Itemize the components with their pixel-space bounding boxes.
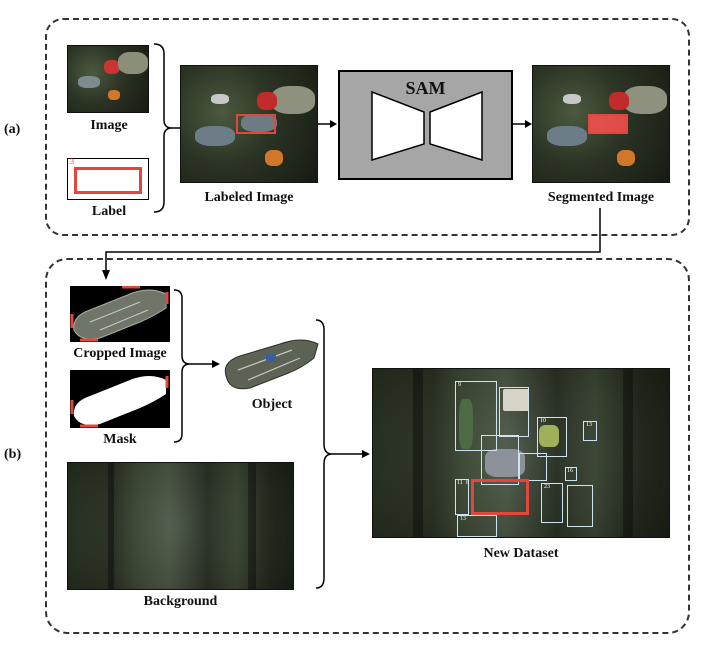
dataset-bbox: 13 bbox=[457, 515, 497, 537]
cropped-object-shape bbox=[70, 286, 169, 342]
dataset-bbox: 11 bbox=[455, 479, 469, 515]
arrow-to-sam bbox=[318, 120, 337, 128]
dataset-bbox bbox=[481, 435, 519, 485]
object-caption: Object bbox=[251, 397, 293, 412]
label-frame: 3 bbox=[67, 157, 149, 200]
mask-caption: Mask bbox=[103, 432, 137, 447]
segmented-mask bbox=[588, 114, 628, 134]
dataset-bbox: 16 bbox=[565, 467, 577, 481]
labeled-image bbox=[180, 65, 318, 183]
mask-image bbox=[70, 370, 170, 428]
mask-shape bbox=[70, 376, 169, 428]
background-caption: Background bbox=[143, 594, 218, 609]
labeled-bbox bbox=[236, 114, 276, 134]
segmented-image-caption: Segmented Image bbox=[547, 190, 655, 205]
cropped-image-caption: Cropped Image bbox=[73, 346, 167, 361]
dataset-bbox: 13 bbox=[583, 421, 597, 441]
dataset-bbox: 9 bbox=[455, 381, 497, 451]
object-image bbox=[224, 339, 319, 390]
dataset-bbox bbox=[567, 485, 593, 527]
panel-b-tag: (b) bbox=[4, 447, 22, 462]
crop-mask-brace bbox=[173, 289, 220, 443]
background-image bbox=[67, 462, 294, 590]
label-bbox bbox=[74, 167, 142, 194]
pasted-object-bbox: 8 bbox=[466, 479, 529, 515]
label-caption: Label bbox=[91, 204, 127, 219]
sam-title: SAM bbox=[405, 78, 446, 98]
dataset-bbox: 23 bbox=[541, 483, 563, 523]
dataset-bbox bbox=[519, 453, 547, 481]
label-index: 3 bbox=[70, 157, 74, 166]
panel-a-frame bbox=[45, 18, 690, 236]
segmented-image bbox=[532, 65, 670, 183]
new-dataset-image: 9 10 13 16 23 11 13 8 bbox=[372, 368, 670, 538]
cropped-image bbox=[70, 286, 170, 342]
connector-a-to-b bbox=[102, 208, 601, 280]
dataset-bbox bbox=[499, 387, 529, 437]
arrow-to-segmented bbox=[513, 120, 532, 128]
panel-a-tag: (a) bbox=[4, 122, 21, 137]
sam-block: SAM bbox=[338, 70, 513, 180]
panel-b-frame bbox=[45, 258, 690, 634]
encoder-decoder-icon bbox=[371, 90, 483, 162]
dataset-bbox: 10 bbox=[537, 417, 567, 457]
input-image bbox=[67, 45, 149, 113]
dataset-brace bbox=[315, 319, 370, 589]
input-brace bbox=[153, 43, 180, 213]
image-caption: Image bbox=[90, 118, 128, 133]
labeled-image-caption: Labeled Image bbox=[204, 190, 294, 205]
new-dataset-caption: New Dataset bbox=[483, 546, 559, 561]
